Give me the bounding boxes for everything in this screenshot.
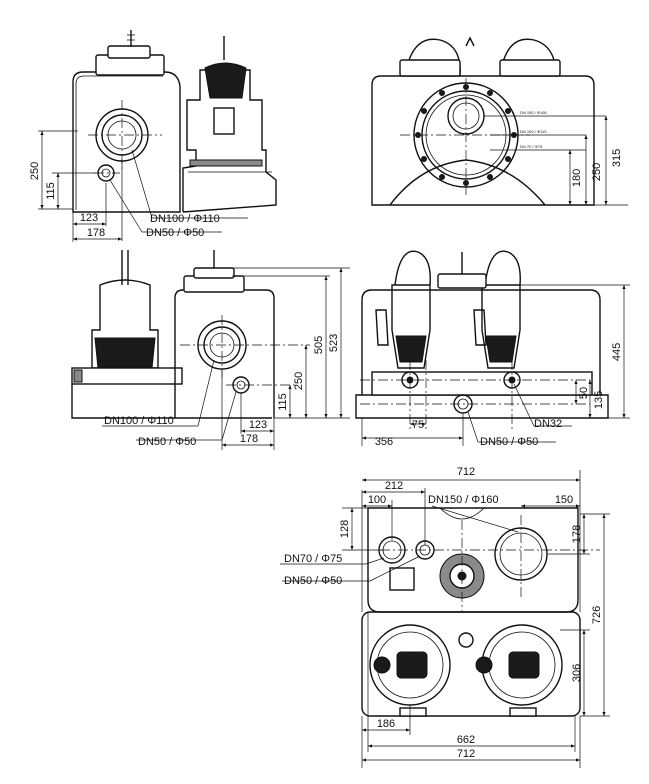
dim-212: 212 [385,480,403,492]
small-label-1: DN 150 / Φ160 [520,110,548,115]
dim-123: 123 [80,212,98,224]
front-view-middle: 445 135 50 75 356 DN32 DN50 / Φ50 [355,250,630,448]
bolt-ring [415,84,517,186]
dim-356: 356 [375,436,393,448]
dim-150: 150 [555,494,573,506]
small-label-3: DN 70 / Φ75 [520,144,543,149]
inlet-large-label: DN100 / Φ110 [104,415,174,427]
dim-115: 115 [277,393,289,411]
inlet-mid-label: DN70 / Φ75 [284,553,342,565]
dim-178: 178 [87,227,105,239]
dim-50: 50 [578,387,590,399]
dim-726: 726 [591,606,603,624]
dim-178: 178 [571,525,583,543]
outlet-pump-label: DN32 [534,418,562,430]
dim-445: 445 [611,343,623,361]
dim-523: 523 [328,334,340,352]
dim-75: 75 [412,419,424,431]
inlet-large-label: DN100 / Φ110 [150,213,220,225]
dim-100: 100 [368,494,386,506]
dim-712-bottom: 712 [457,748,475,760]
inlet-small-label: DN50 / Φ50 [284,575,342,587]
dim-115: 115 [45,182,57,200]
dim-315: 315 [611,149,623,167]
dim-178: 178 [240,433,258,445]
inlet-small-label: DN50 / Φ50 [480,436,538,448]
inlet-small-label: DN50 / Φ50 [138,436,196,448]
dim-250: 250 [29,162,41,180]
dim-712-top: 712 [457,466,475,478]
dim-128: 128 [339,520,351,538]
dim-306: 306 [571,664,583,682]
top-plan-view: 712 212 100 150 DN150 / Φ160 128 178 726… [280,466,610,768]
dim-505: 505 [313,336,325,354]
dim-123: 123 [249,419,267,431]
dim-662: 662 [457,734,475,746]
dim-186: 186 [377,718,395,730]
dim-135: 135 [593,391,605,409]
inlet-large-label: DN150 / Φ160 [428,494,499,506]
side-view-top: 250 115 123 178 DN100 / Φ110 DN50 / Φ50 [29,30,277,242]
dim-180: 180 [571,169,583,187]
small-label-2: DN 100 / Φ110 [520,129,547,134]
inlet-small-label: DN50 / Φ50 [146,227,204,239]
front-view-top: DN 150 / Φ160 DN 100 / Φ110 DN 70 / Φ75 … [371,36,628,206]
dim-250: 250 [591,163,603,181]
side-view-middle: 523 505 250 115 123 178 DN100 / Φ110 DN5… [71,250,350,450]
dim-250: 250 [293,372,305,390]
